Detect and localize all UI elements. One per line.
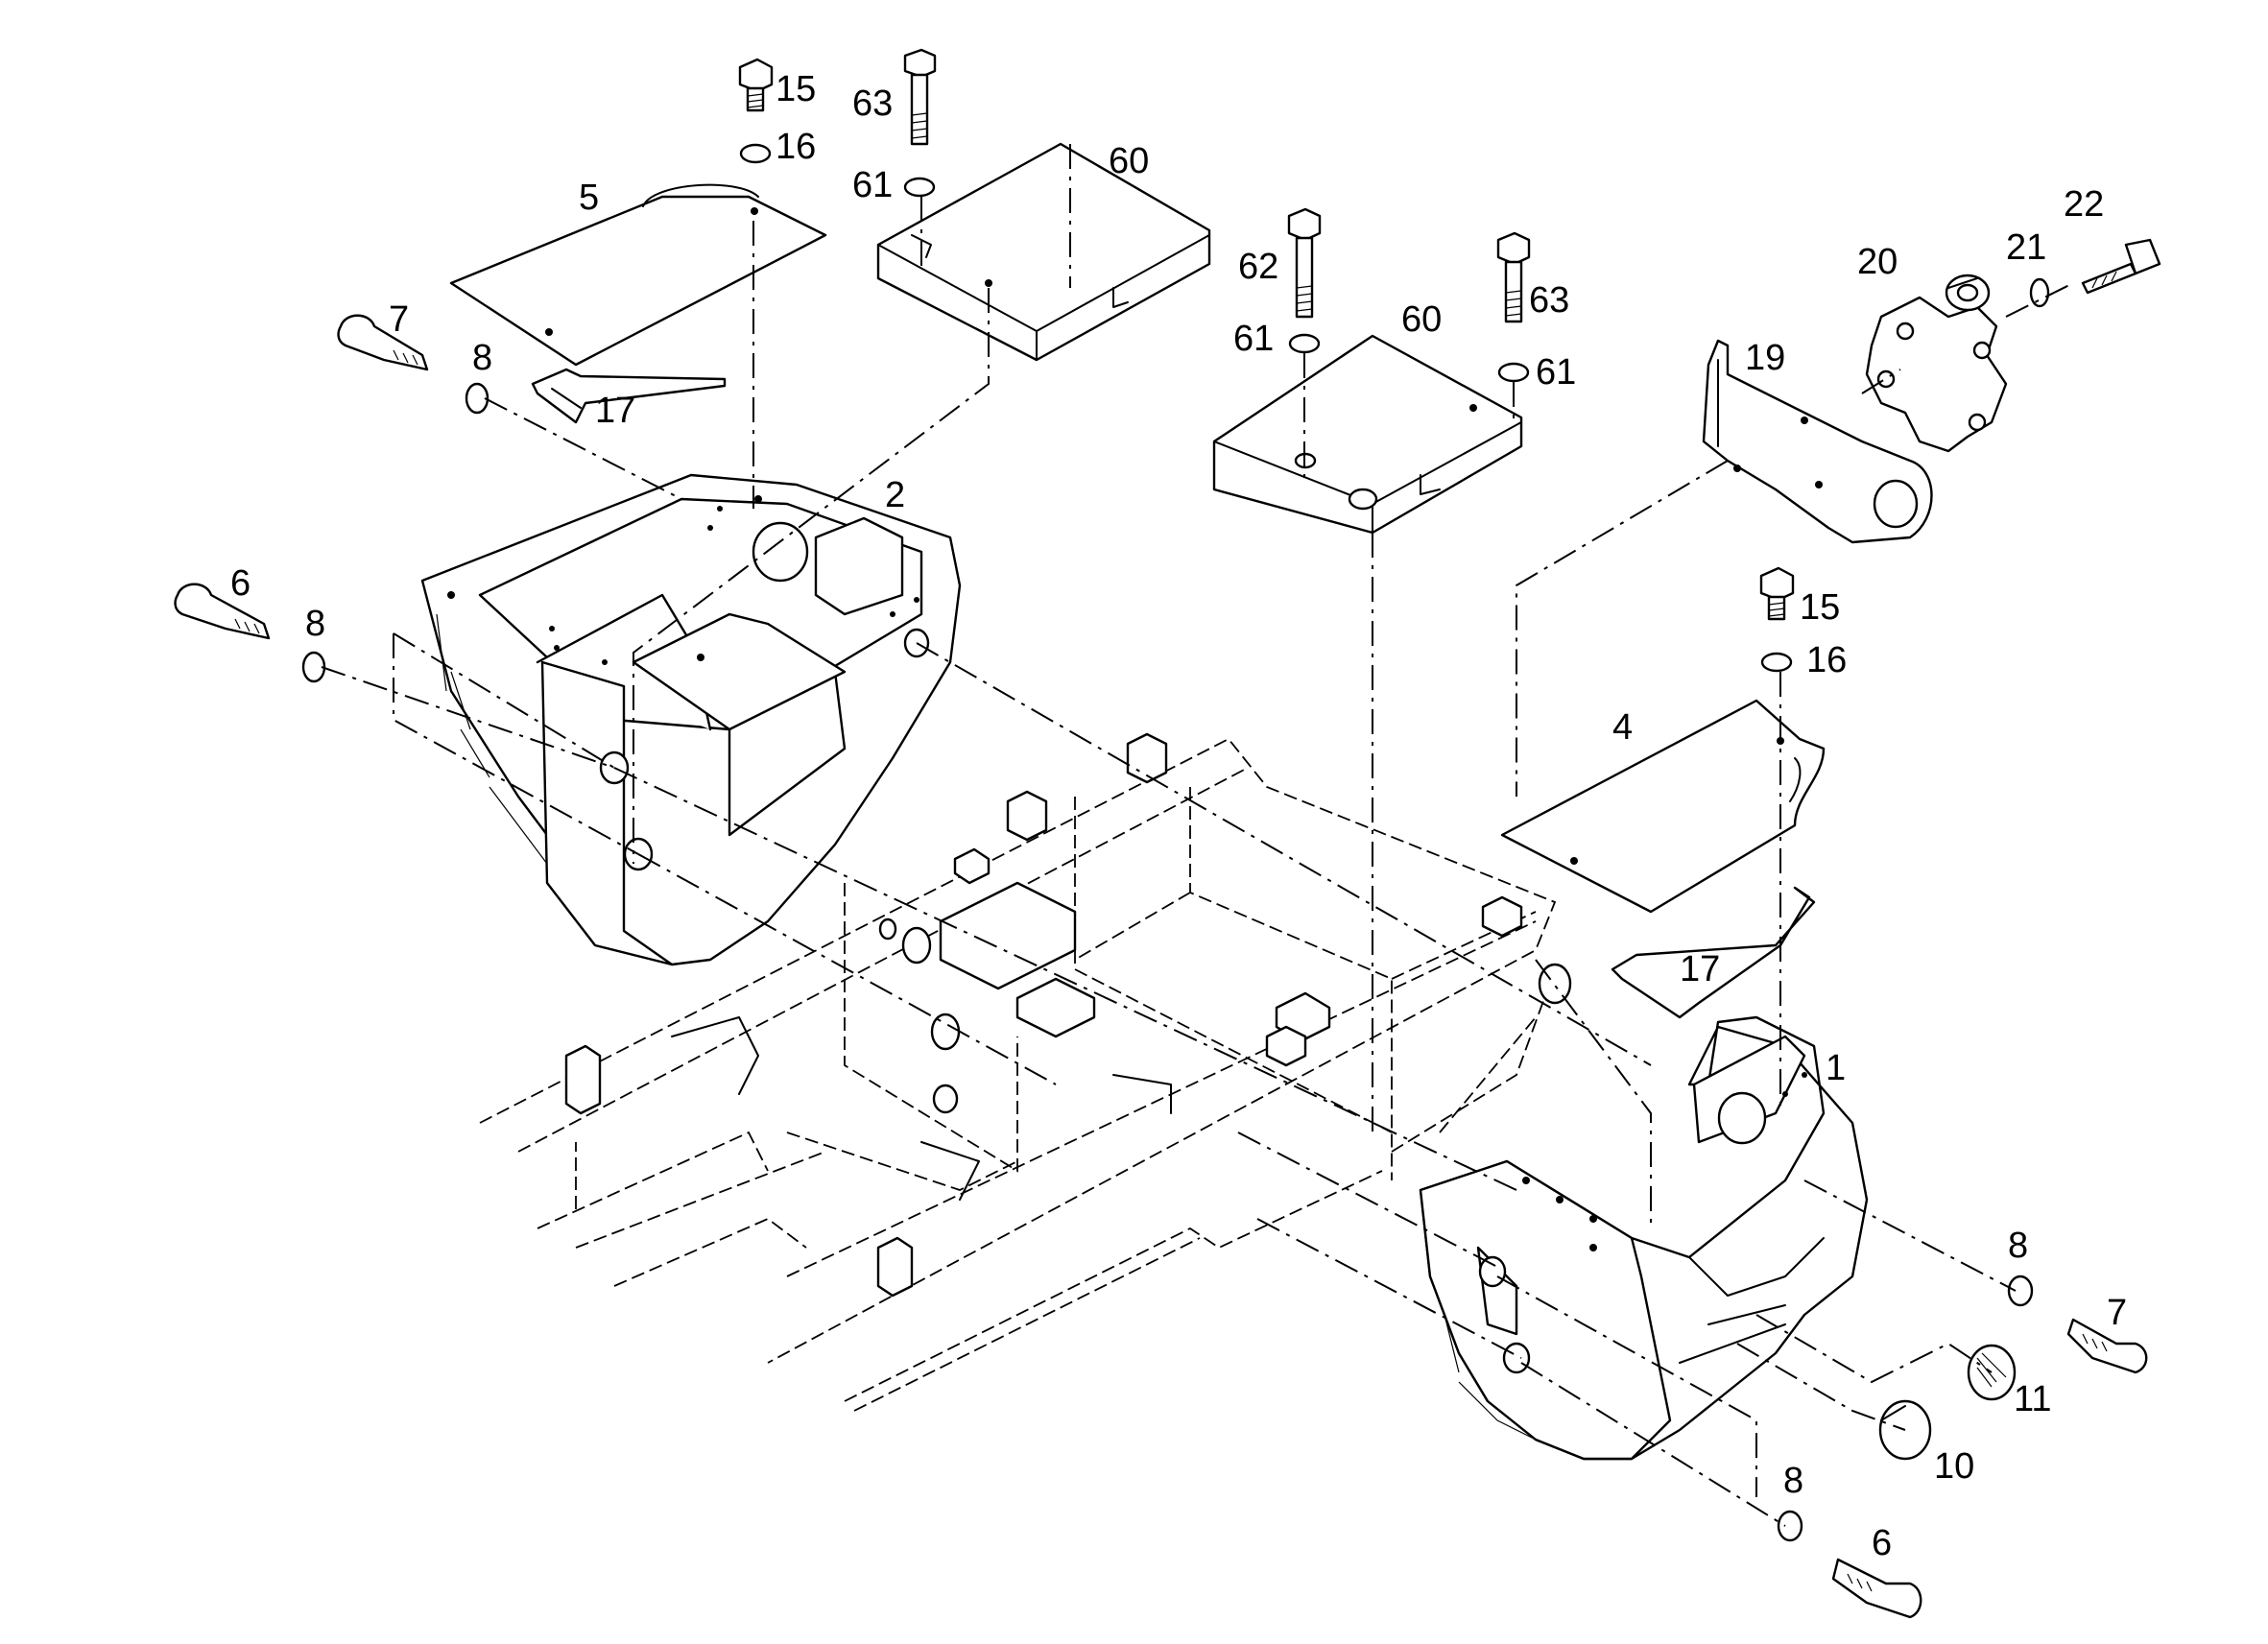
counterweight-right-part-1 <box>1419 1015 1869 1461</box>
washer-part-8-right <box>2007 1275 2034 1307</box>
bolt-part-15-left <box>738 58 774 112</box>
bolt-part-22 <box>2081 238 2161 295</box>
callout-4: 4 <box>1612 707 1633 748</box>
callout-61-mid: 61 <box>1233 319 1274 359</box>
callout-63-left: 63 <box>852 83 893 124</box>
bolt-part-15-right <box>1759 566 1795 621</box>
callout-7-left: 7 <box>389 299 409 340</box>
callout-22: 22 <box>2064 184 2104 225</box>
callout-20: 20 <box>1857 242 1898 282</box>
callout-5: 5 <box>579 178 599 218</box>
bolt-part-7-right <box>2066 1318 2148 1374</box>
callout-8-bottom: 8 <box>1783 1461 1803 1501</box>
bolt-part-6-left <box>174 583 271 640</box>
seal-strip-part-17-right <box>1611 886 1816 1019</box>
callout-19: 19 <box>1745 338 1785 378</box>
washer-part-8-mid <box>301 651 326 683</box>
callout-8-right: 8 <box>2008 1226 2028 1266</box>
bolt-part-63-right <box>1496 231 1531 323</box>
callout-60-left: 60 <box>1109 141 1149 181</box>
washer-part-16-left <box>739 143 772 164</box>
counterweight-left-part-2 <box>420 473 962 966</box>
callout-62: 62 <box>1238 247 1278 287</box>
washer-part-16-right <box>1760 652 1793 673</box>
leader-lines <box>321 144 2074 1527</box>
ballast-block-part-60-mid <box>1212 334 1523 535</box>
callout-17-left: 17 <box>595 391 635 431</box>
callout-61-right: 61 <box>1536 352 1576 393</box>
callout-63-right: 63 <box>1529 280 1569 321</box>
callout-10: 10 <box>1934 1446 1974 1487</box>
callout-8-mid: 8 <box>305 604 325 644</box>
hitch-plate-part-20 <box>1865 274 2008 453</box>
hitch-bracket-part-19 <box>1702 339 1933 544</box>
washer-part-61-right <box>1497 362 1530 383</box>
callout-6-left: 6 <box>230 563 251 604</box>
seal-strip-part-17-left <box>531 368 727 424</box>
bolt-part-62 <box>1287 207 1322 319</box>
callout-60-mid: 60 <box>1401 299 1442 340</box>
bolt-part-6-right <box>1831 1558 1922 1619</box>
cover-plate-part-4 <box>1500 699 1826 914</box>
washer-part-61-left <box>903 177 936 198</box>
washer-part-8-bottom <box>1777 1510 1803 1542</box>
callout-15-right: 15 <box>1800 587 1840 628</box>
callout-11: 11 <box>2014 1379 2051 1419</box>
callout-61-left: 61 <box>852 165 893 205</box>
cover-plate-part-5 <box>449 183 827 367</box>
callout-16-right: 16 <box>1806 640 1847 680</box>
washer-part-21 <box>2029 277 2050 308</box>
callout-1: 1 <box>1826 1048 1846 1088</box>
washer-part-61-mid <box>1288 333 1321 354</box>
callout-8-top: 8 <box>472 338 492 378</box>
chassis-frame <box>479 737 1557 1412</box>
callout-7-right: 7 <box>2107 1293 2127 1333</box>
chassis-brackets <box>564 732 1572 1298</box>
washer-part-8-top <box>465 382 489 415</box>
callout-15-left: 15 <box>776 69 816 109</box>
bolt-part-63-left <box>903 48 937 146</box>
ballast-block-part-60-left <box>876 142 1211 362</box>
callout-2: 2 <box>885 475 905 515</box>
bolt-part-7-left <box>337 314 429 371</box>
callout-21: 21 <box>2006 227 2046 268</box>
callout-17-right: 17 <box>1680 949 1720 989</box>
callout-6-right: 6 <box>1872 1523 1892 1563</box>
callout-labels: 15 16 5 63 61 60 7 8 17 2 6 8 62 61 60 6… <box>230 69 2127 1563</box>
callout-16-left: 16 <box>776 127 816 167</box>
